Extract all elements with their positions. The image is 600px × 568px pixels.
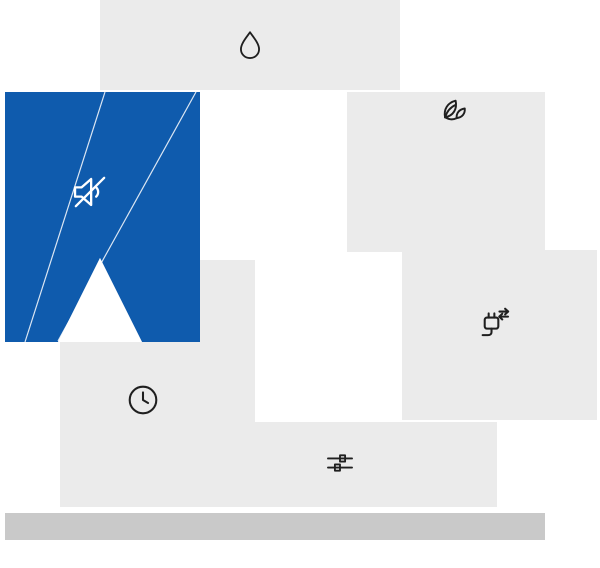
tile-devices[interactable] [402,250,597,420]
volume-mute-icon [73,176,106,208]
droplet-icon [240,31,260,59]
tile-settings[interactable] [200,422,497,507]
tile-eco[interactable] [347,92,545,252]
ribbon-shape [5,92,200,342]
plug-swap-icon [481,307,510,337]
footer-bar [5,513,545,540]
sliders-icon [327,454,353,472]
banner-muted-ribbon[interactable] [5,92,200,342]
leaf-icon [443,99,466,121]
clock-icon [128,385,158,415]
tile-water[interactable] [100,0,400,90]
